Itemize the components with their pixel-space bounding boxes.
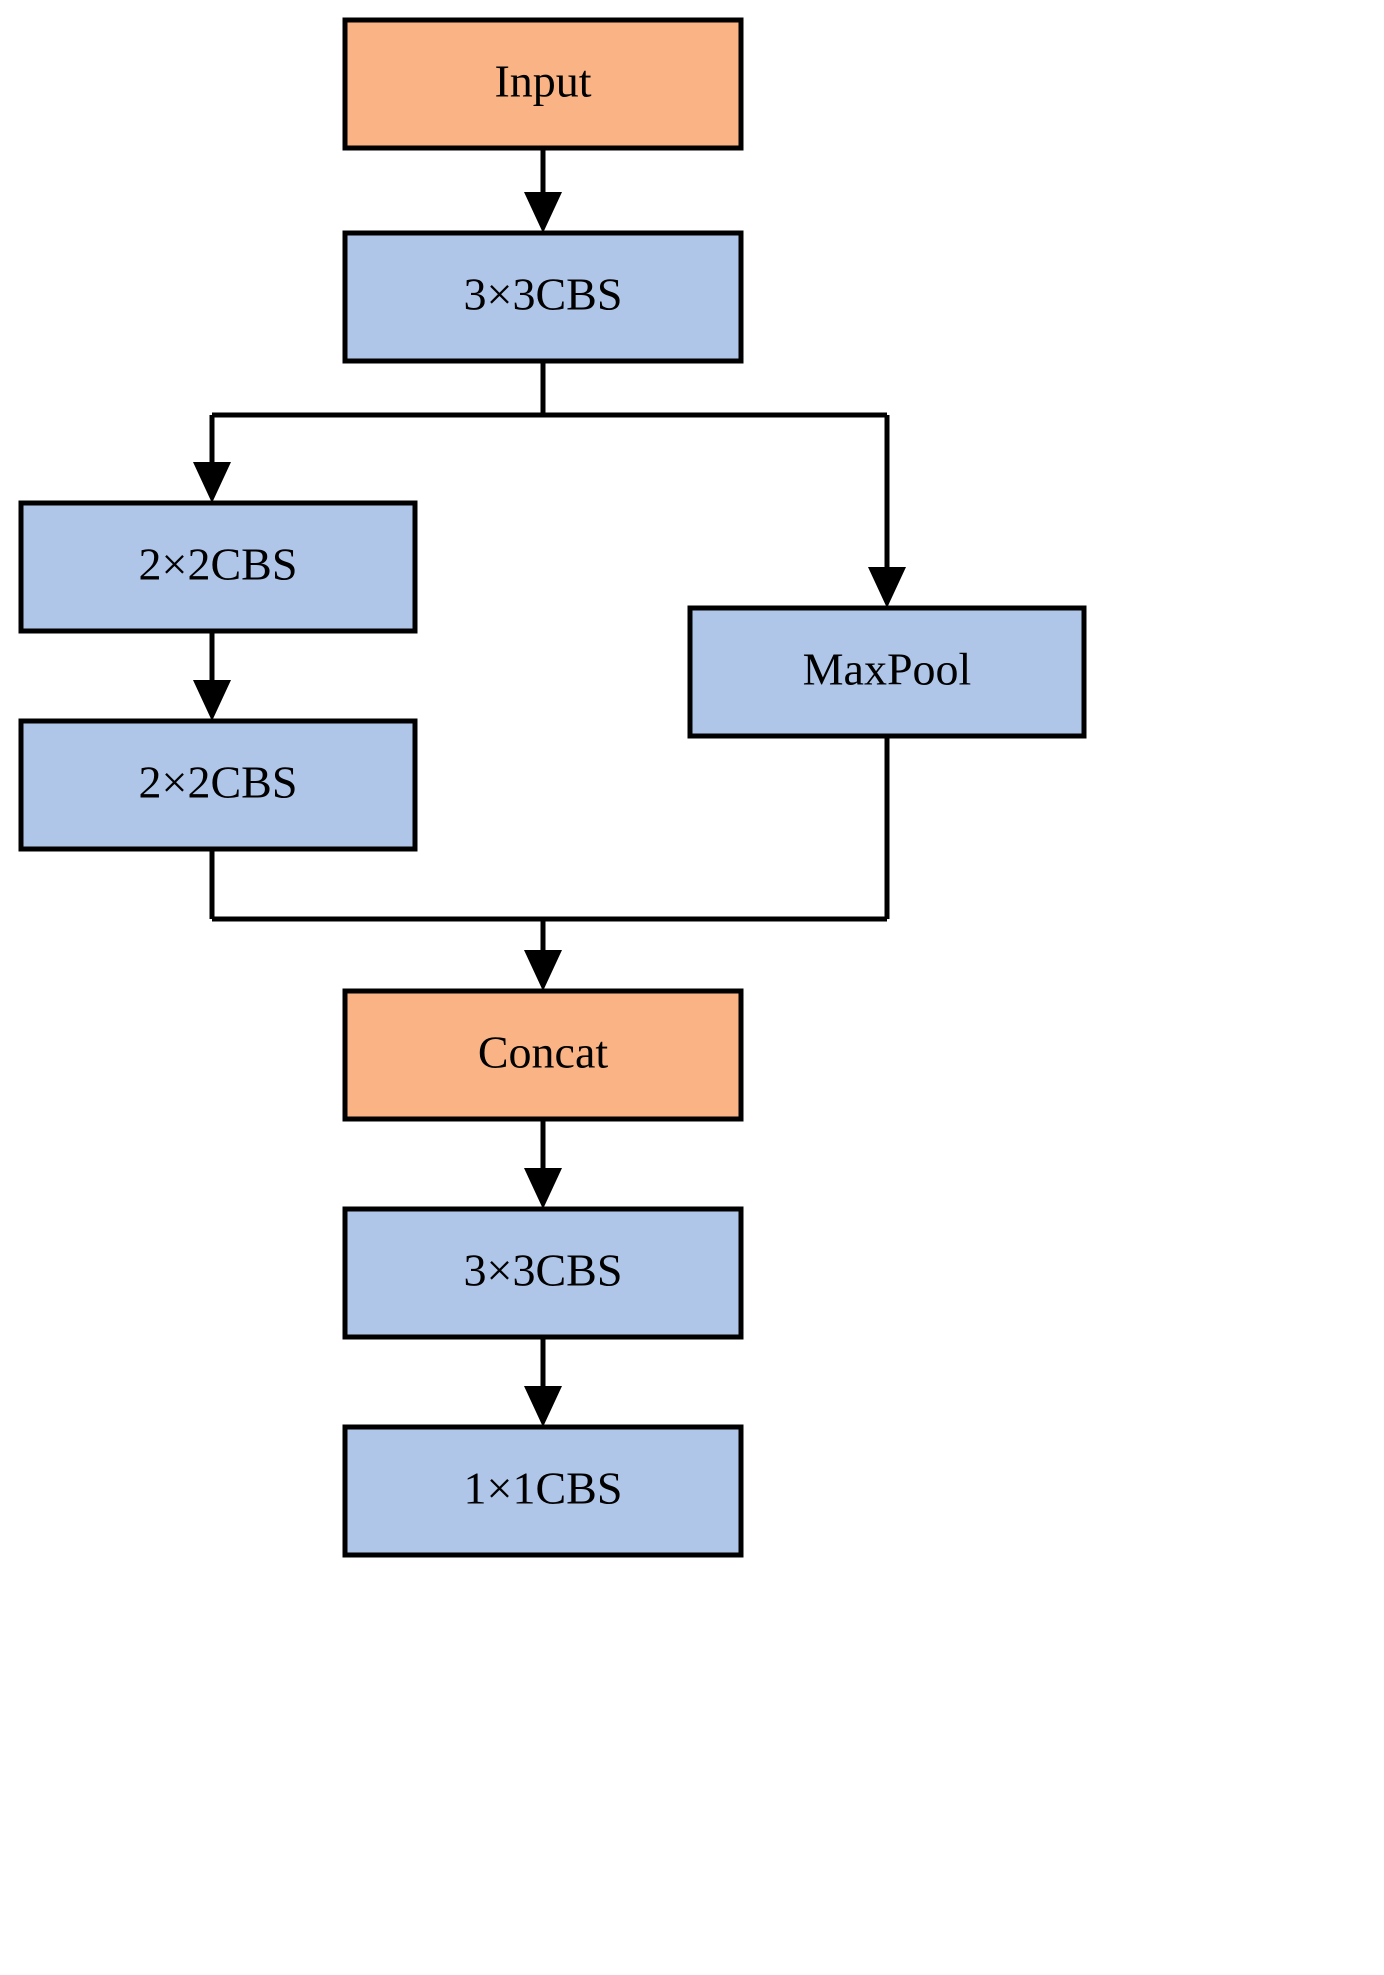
node-cbs1[interactable]: 1×1CBS xyxy=(342,1424,744,1558)
node-cbs3a-box[interactable] xyxy=(342,230,744,364)
node-cbs1-box[interactable] xyxy=(342,1424,744,1558)
node-cbs2b-label: 2×2CBS xyxy=(139,757,298,808)
edge-concat-to-cbs3b xyxy=(524,1119,562,1209)
arrowhead-icon xyxy=(193,462,231,503)
edge-cbs3b-to-cbs1 xyxy=(524,1337,562,1427)
node-concat[interactable]: Concat xyxy=(342,988,744,1122)
node-maxpool-label: MaxPool xyxy=(803,644,972,695)
arrowhead-icon xyxy=(524,1386,562,1427)
node-cbs2a-label: 2×2CBS xyxy=(139,539,298,590)
edge-cbs3a-to-cbs2a xyxy=(193,415,231,503)
edge-input-to-cbs3a xyxy=(524,148,562,233)
arrowhead-icon xyxy=(524,192,562,233)
node-concat-box[interactable] xyxy=(342,988,744,1122)
node-cbs2b-box[interactable] xyxy=(18,718,418,852)
arrowhead-icon xyxy=(524,950,562,991)
node-cbs3a-label: 3×3CBS xyxy=(464,269,623,320)
edge-cbs3a-split-bus xyxy=(212,361,887,418)
node-input-box[interactable] xyxy=(342,17,744,151)
node-cbs1-label: 1×1CBS xyxy=(464,1463,623,1514)
node-cbs3b-label: 3×3CBS xyxy=(464,1245,623,1296)
arrowhead-icon xyxy=(524,1168,562,1209)
node-cbs2a[interactable]: 2×2CBS xyxy=(18,500,418,634)
node-cbs2a-box[interactable] xyxy=(18,500,418,634)
edge-merge-bus-to-concat xyxy=(209,736,890,991)
node-cbs3a[interactable]: 3×3CBS xyxy=(342,230,744,364)
edge-cbs2a-to-cbs2b xyxy=(193,631,231,721)
node-input-label: Input xyxy=(494,56,591,107)
arrowhead-icon xyxy=(868,567,906,608)
node-cbs3b-box[interactable] xyxy=(342,1206,744,1340)
node-maxpool-box[interactable] xyxy=(687,605,1087,739)
node-maxpool[interactable]: MaxPool xyxy=(687,605,1087,739)
node-input[interactable]: Input xyxy=(342,17,744,151)
arrowhead-icon xyxy=(193,680,231,721)
node-concat-label: Concat xyxy=(478,1027,609,1078)
node-cbs3b[interactable]: 3×3CBS xyxy=(342,1206,744,1340)
edge-cbs3a-to-maxpool xyxy=(868,415,906,608)
node-cbs2b[interactable]: 2×2CBS xyxy=(18,718,418,852)
